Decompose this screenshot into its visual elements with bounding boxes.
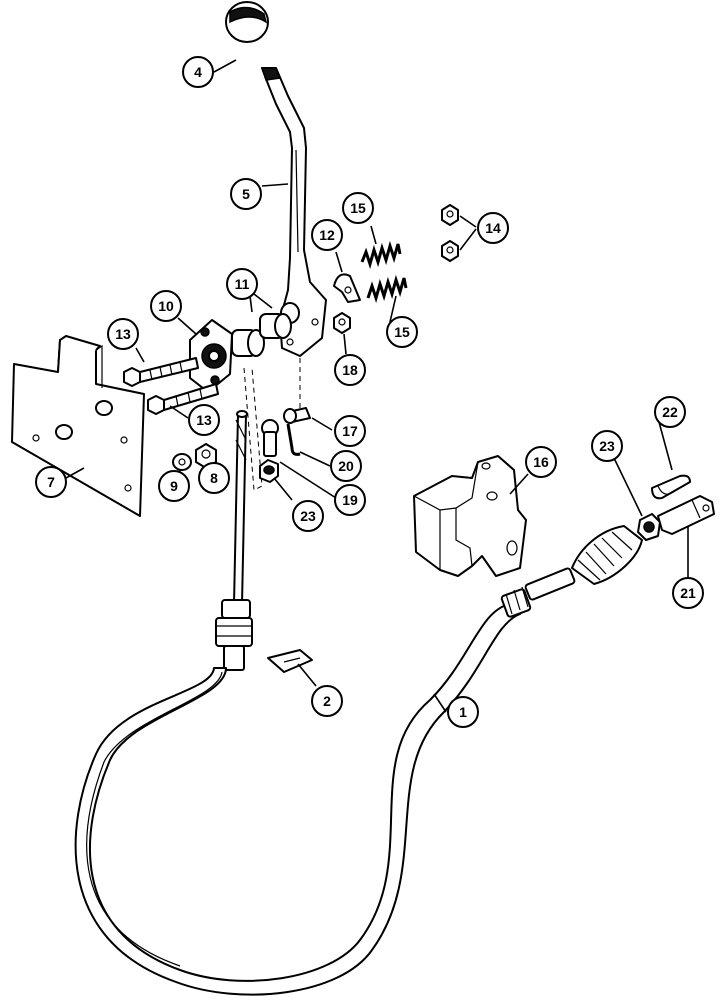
- washer: [172, 453, 192, 471]
- svg-text:10: 10: [158, 298, 174, 314]
- svg-text:14: 14: [485, 220, 501, 236]
- callout-5: 5: [230, 178, 262, 210]
- callout-23-cable-end: 23: [591, 430, 623, 462]
- leader-lines: [65, 59, 689, 713]
- svg-text:15: 15: [394, 324, 410, 340]
- svg-text:20: 20: [338, 458, 354, 474]
- callout-7: 7: [35, 466, 67, 498]
- jam-nut-cable-end: [637, 513, 661, 541]
- callout-4: 4: [182, 56, 214, 88]
- small-nut: [333, 312, 351, 334]
- bolt-lower: [147, 383, 219, 415]
- shift-lever: [260, 67, 327, 357]
- callout-16: 16: [525, 446, 557, 478]
- callout-17: 17: [334, 415, 366, 447]
- svg-text:12: 12: [319, 227, 335, 243]
- callout-21: 21: [672, 577, 704, 609]
- callout-20: 20: [330, 450, 362, 482]
- svg-text:13: 13: [115, 326, 131, 342]
- spring-pin: [286, 423, 301, 456]
- svg-text:7: 7: [47, 474, 55, 490]
- nut-upper: [441, 204, 459, 226]
- ball-joint: [261, 419, 279, 457]
- callout-15-upper: 15: [342, 192, 374, 224]
- svg-text:4: 4: [194, 64, 202, 80]
- callout-13-lower: 13: [188, 404, 220, 436]
- nut: [195, 443, 217, 469]
- callout-11: 11: [226, 268, 258, 300]
- svg-text:16: 16: [533, 454, 549, 470]
- clevis: [657, 495, 715, 535]
- alignment-guides: [243, 358, 301, 491]
- callout-22: 22: [654, 396, 686, 428]
- svg-text:23: 23: [300, 508, 316, 524]
- lever-bushings: [231, 313, 292, 357]
- ball-stud: [283, 407, 311, 424]
- svg-text:13: 13: [196, 412, 212, 428]
- callout-14: 14: [477, 212, 509, 244]
- callout-18: 18: [334, 354, 366, 386]
- callout-23-lower: 23: [292, 500, 324, 532]
- svg-text:18: 18: [342, 362, 358, 378]
- svg-text:22: 22: [662, 404, 678, 420]
- svg-text:9: 9: [170, 478, 178, 494]
- knob-cap: [225, 1, 269, 43]
- spring-lower: [366, 274, 408, 304]
- callout-9: 9: [158, 470, 190, 502]
- svg-text:17: 17: [342, 423, 358, 439]
- svg-text:8: 8: [210, 470, 218, 486]
- callout-15-lower: 15: [386, 316, 418, 348]
- svg-text:5: 5: [242, 186, 250, 202]
- retaining-clip: [267, 649, 313, 673]
- callout-2: 2: [311, 685, 343, 717]
- callout-8: 8: [198, 462, 230, 494]
- bolt-upper: [123, 357, 199, 387]
- cable-bracket: [413, 455, 527, 577]
- mounting-plate: [11, 335, 145, 517]
- svg-text:19: 19: [342, 492, 358, 508]
- svg-text:21: 21: [680, 585, 696, 601]
- svg-text:23: 23: [599, 438, 615, 454]
- flange-bearing: [189, 319, 233, 393]
- clevis-clip: [651, 474, 691, 500]
- svg-text:2: 2: [323, 693, 331, 709]
- jam-nut-upper: [259, 459, 279, 483]
- svg-text:11: 11: [235, 276, 250, 292]
- nut-lower: [441, 240, 459, 262]
- svg-text:15: 15: [350, 200, 366, 216]
- callout-13-upper: 13: [107, 318, 139, 350]
- callout-19: 19: [334, 484, 366, 516]
- callout-12: 12: [311, 219, 343, 251]
- callout-1: 1: [447, 696, 479, 728]
- spring-upper: [360, 240, 402, 270]
- control-cable: [74, 410, 643, 996]
- callout-10: 10: [150, 290, 182, 322]
- svg-text:1: 1: [459, 704, 467, 720]
- clip: [333, 273, 361, 303]
